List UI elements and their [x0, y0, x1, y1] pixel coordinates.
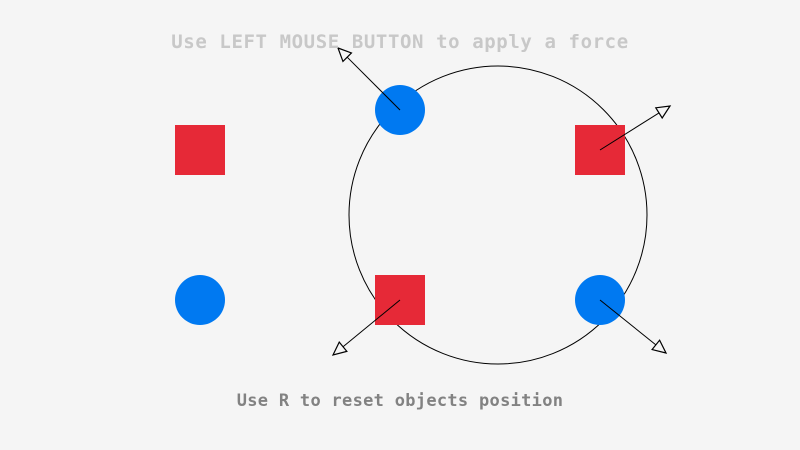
force-arrow-shaft-top-center: [346, 56, 401, 111]
blue-circle-body-left[interactable]: [175, 275, 225, 325]
force-arrow-top-right: [599, 105, 672, 151]
force-arrow-shaft-bottom-center: [342, 299, 401, 348]
instruction-bottom: Use R to reset objects position: [236, 391, 564, 411]
force-arrow-head-top-right: [654, 105, 672, 120]
force-arrow-shaft-top-right: [599, 112, 660, 151]
force-arrow-bottom-center: [331, 299, 401, 356]
boundary-circle: [348, 65, 648, 365]
force-arrow-bottom-right: [599, 299, 668, 354]
force-arrow-top-center: [336, 46, 401, 111]
red-square-body-left[interactable]: [175, 125, 225, 175]
force-arrow-head-bottom-center: [331, 341, 348, 356]
force-arrow-head-top-center: [336, 46, 353, 63]
instruction-top: Use LEFT MOUSE BUTTON to apply a force: [171, 31, 629, 53]
force-arrow-head-bottom-right: [651, 339, 668, 354]
force-arrow-shaft-bottom-right: [599, 299, 657, 346]
